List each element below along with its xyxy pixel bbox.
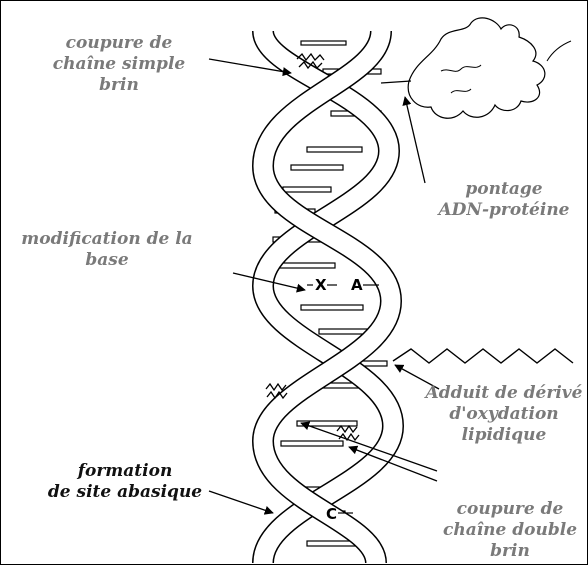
label-dna-protein-crosslink: pontage ADN-protéine xyxy=(429,179,579,221)
label-line: brin xyxy=(29,75,209,96)
arrow-protein-crosslink xyxy=(405,97,425,183)
label-base-modification: modification de la base xyxy=(7,229,207,271)
lipid-adduct-chain xyxy=(393,349,573,363)
arrow-abasic-site xyxy=(209,491,273,513)
label-double-strand-break: coupure de chaîne double brin xyxy=(435,499,585,562)
label-line: brin xyxy=(435,541,585,562)
base-letter-a: A xyxy=(351,276,363,294)
label-line: de site abasique xyxy=(35,482,215,503)
label-line: base xyxy=(7,250,207,271)
double-strand-break-mark-left xyxy=(266,384,286,390)
label-lipid-oxidation-adduct: Adduit de dérivé d'oxydation lipidique xyxy=(419,383,588,446)
label-single-strand-break: coupure de chaîne simple brin xyxy=(29,33,209,96)
label-line: ADN-protéine xyxy=(429,200,579,221)
label-line: chaîne double xyxy=(435,520,585,541)
base-letter-c: C xyxy=(326,505,337,523)
base-letter-x: X xyxy=(315,276,327,294)
label-line: coupure de xyxy=(435,499,585,520)
label-line: coupure de xyxy=(29,33,209,54)
label-line: chaîne simple xyxy=(29,54,209,75)
label-line: Adduit de dérivé xyxy=(419,383,588,404)
label-line: modification de la xyxy=(7,229,207,250)
label-line: lipidique xyxy=(419,425,588,446)
label-line: pontage xyxy=(429,179,579,200)
label-line: d'oxydation xyxy=(419,404,588,425)
label-line: formation xyxy=(35,461,215,482)
double-strand-break-mark-right xyxy=(337,426,357,432)
label-abasic-site: formation de site abasique xyxy=(35,461,215,503)
protein-blob xyxy=(408,18,545,118)
